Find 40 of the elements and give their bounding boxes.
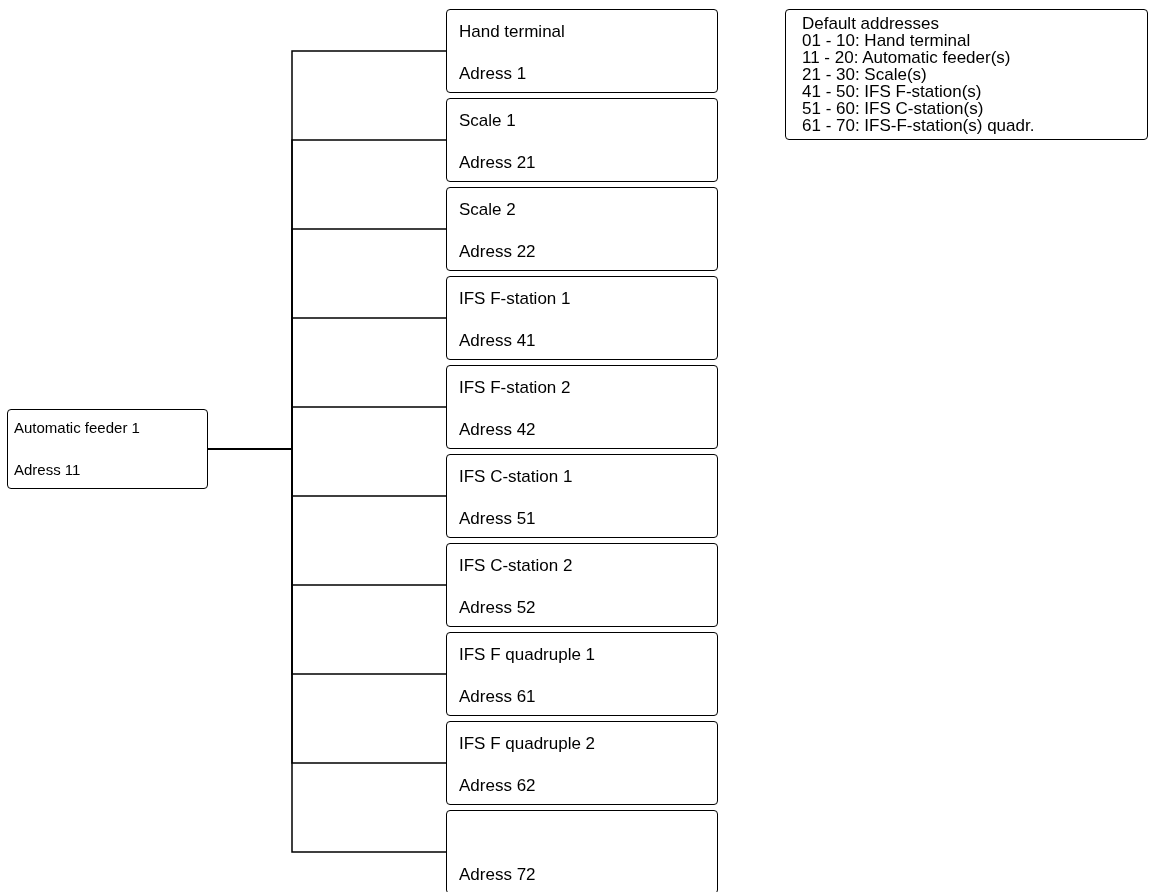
device-name: IFS C-station 2 xyxy=(459,555,574,577)
device-box xyxy=(446,9,718,93)
address-range: 11 - 20: Automatic feeder(s) xyxy=(802,49,1012,66)
address-text: Adress 72 xyxy=(459,863,537,886)
device-box xyxy=(446,632,718,716)
address-text: Adress 22 xyxy=(459,240,537,263)
address-range: 21 - 30: Scale(s) xyxy=(802,66,928,83)
device-name: Automatic feeder 1 xyxy=(14,418,141,438)
address-range: 01 - 10: Hand terminal xyxy=(802,32,972,49)
device-box xyxy=(446,187,718,271)
address-range: 61 - 70: IFS-F-station(s) quadr. xyxy=(802,117,1036,134)
device-name: IFS F-station 1 xyxy=(459,288,572,310)
device-box xyxy=(446,810,718,892)
device-box xyxy=(446,98,718,182)
address-list-box xyxy=(785,9,1148,140)
device-box xyxy=(446,276,718,360)
address-range: 51 - 60: IFS C-station(s) xyxy=(802,100,985,117)
device-box xyxy=(446,721,718,805)
list-heading: Default addresses xyxy=(802,15,941,32)
device-name: IFS C-station 1 xyxy=(459,466,574,488)
device-box xyxy=(446,454,718,538)
device-box xyxy=(446,543,718,627)
device-name: IFS F-station 2 xyxy=(459,377,572,399)
address-text: Adress 52 xyxy=(459,596,537,619)
device-name: Scale 1 xyxy=(459,110,517,132)
device-name: Scale 2 xyxy=(459,199,517,221)
address-text: Adress 51 xyxy=(459,507,537,530)
device-box xyxy=(446,365,718,449)
address-text: Adress 42 xyxy=(459,418,537,441)
device-name: IFS F quadruple 2 xyxy=(459,733,597,755)
address-text: Adress 1 xyxy=(459,62,528,85)
device-box xyxy=(7,409,208,489)
address-text: Adress 62 xyxy=(459,774,537,797)
address-text: Adress 21 xyxy=(459,151,537,174)
address-range: 41 - 50: IFS F-station(s) xyxy=(802,83,983,100)
device-name: Hand terminal xyxy=(459,21,566,43)
address-text: Adress 61 xyxy=(459,685,537,708)
address-text: Adress 11 xyxy=(14,459,82,480)
device-name: IFS F quadruple 1 xyxy=(459,644,597,666)
address-text: Adress 41 xyxy=(459,329,537,352)
